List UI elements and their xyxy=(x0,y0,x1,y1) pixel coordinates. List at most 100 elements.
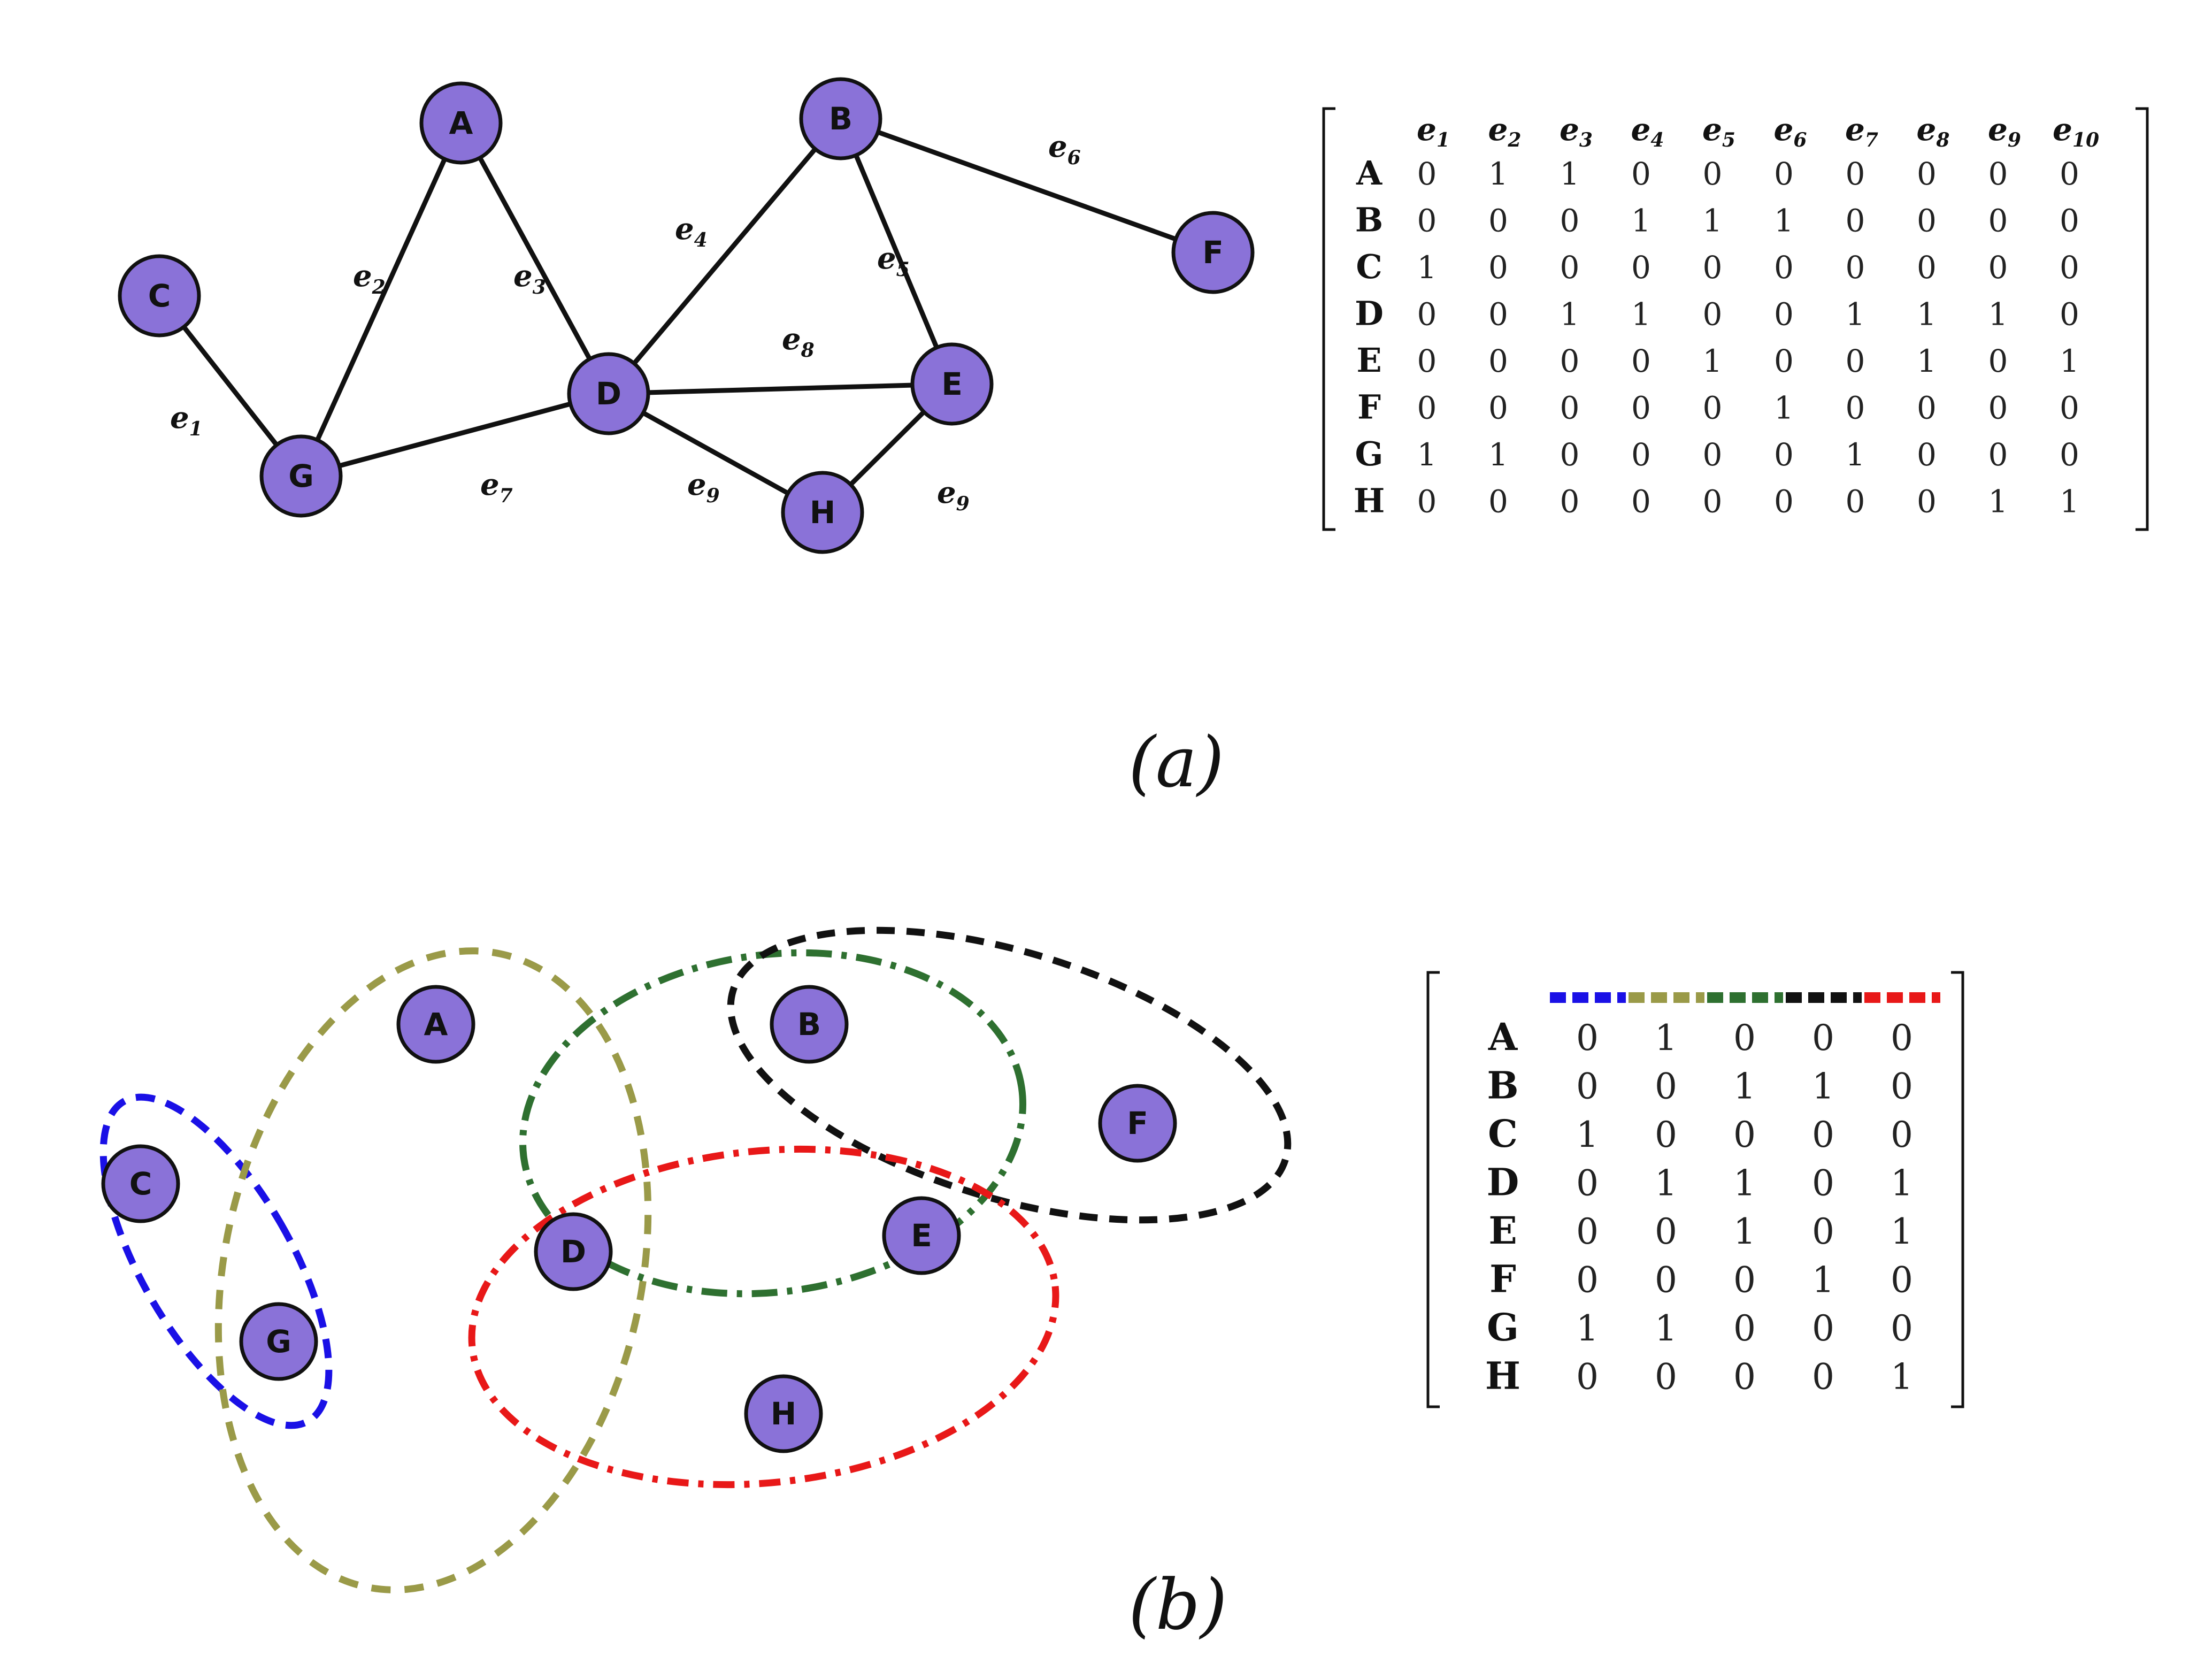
matrix-a-cell: 0 xyxy=(1846,249,1865,286)
matrix-a-cell: 0 xyxy=(1488,390,1508,426)
matrix-b-cell: 0 xyxy=(1655,1356,1677,1398)
matrix-a-cell: 0 xyxy=(1631,249,1651,286)
matrix-a-cell: 1 xyxy=(1703,203,1723,239)
matrix-b-cell: 0 xyxy=(1576,1211,1599,1252)
matrix-a-cell: 1 xyxy=(1846,436,1865,473)
caption-b: (b) xyxy=(1128,1564,1227,1645)
matrix-a-cell: 0 xyxy=(1846,156,1865,192)
matrix-b-cell: 1 xyxy=(1891,1163,1913,1204)
matrix-a-cell: 1 xyxy=(1703,343,1723,379)
matrix-b-cell: 0 xyxy=(1812,1356,1834,1398)
matrix-b-cell: 0 xyxy=(1812,1017,1834,1059)
matrix-a-cell: 0 xyxy=(1846,390,1865,426)
matrix-a-cell: 0 xyxy=(1488,484,1508,520)
matrix-b-row-label: A xyxy=(1488,1015,1518,1059)
node-label: D xyxy=(596,375,621,412)
edge-label: e9 xyxy=(687,467,720,507)
matrix-a-cell: 0 xyxy=(1988,390,2008,426)
matrix-b-cell: 0 xyxy=(1812,1163,1834,1204)
matrix-a-cell: 0 xyxy=(1417,343,1437,379)
matrix-a-col-header: e6 xyxy=(1774,111,1807,151)
matrix-a-cell: 0 xyxy=(1774,484,1794,520)
matrix-b-cell: 0 xyxy=(1891,1017,1913,1059)
matrix-a-cell: 0 xyxy=(1917,484,1937,520)
matrix-b-cell: 0 xyxy=(1812,1308,1834,1349)
matrix-b-row-label: E xyxy=(1488,1208,1517,1253)
matrix-b-cell: 1 xyxy=(1576,1114,1599,1155)
matrix-b-row-label: F xyxy=(1489,1257,1516,1301)
matrix-a-cell: 0 xyxy=(1631,390,1651,426)
hnode-g: G xyxy=(239,1302,318,1381)
matrix-a-cell: 1 xyxy=(1488,156,1508,192)
hyperedge-3 xyxy=(519,949,1026,1298)
matrix-b-cell: 1 xyxy=(1655,1163,1677,1204)
matrix-a-left-bracket xyxy=(1322,107,1335,531)
edge-label: e6 xyxy=(1048,129,1081,169)
hnode-h: H xyxy=(744,1374,823,1453)
edge-G-A xyxy=(298,122,464,477)
matrix-a-cell: 0 xyxy=(1846,484,1865,520)
matrix-b-cell: 0 xyxy=(1891,1308,1913,1349)
matrix-b-row-label: G xyxy=(1487,1305,1519,1350)
matrix-a-cell: 0 xyxy=(1774,249,1794,286)
matrix-a-right-bracket xyxy=(2136,107,2149,531)
hnode-d: D xyxy=(534,1212,613,1291)
matrix-b-cell: 0 xyxy=(1733,1260,1756,1301)
hnode-e: E xyxy=(882,1196,961,1275)
matrix-a-cell: 0 xyxy=(1560,343,1580,379)
matrix-a-col-header: e8 xyxy=(1917,111,1950,151)
matrix-a-cell: 0 xyxy=(1917,203,1937,239)
matrix-a-cell: 0 xyxy=(1988,343,2008,379)
matrix-a-cell: 0 xyxy=(1631,436,1651,473)
matrix-a-cell: 0 xyxy=(1988,249,2008,286)
node-label: A xyxy=(449,105,473,141)
edge-D-B xyxy=(606,117,843,395)
matrix-a-row-label: A xyxy=(1356,154,1382,193)
matrix-b-cell: 0 xyxy=(1576,1066,1599,1107)
matrix-b-cell: 1 xyxy=(1891,1356,1913,1398)
node-label: F xyxy=(1202,234,1224,271)
matrix-b-cell: 0 xyxy=(1655,1114,1677,1155)
matrix-b-cell: 1 xyxy=(1891,1211,1913,1252)
matrix-a-cell: 0 xyxy=(1560,436,1580,473)
matrix-b-cell: 0 xyxy=(1812,1114,1834,1155)
matrix-a-cell: 1 xyxy=(1774,203,1794,239)
matrix-a-cell: 0 xyxy=(2060,156,2079,192)
matrix-b-cell: 0 xyxy=(1655,1066,1677,1107)
matrix-a-cell: 0 xyxy=(1417,296,1437,333)
matrix-b-cell: 1 xyxy=(1733,1066,1756,1107)
matrix-a-cell: 0 xyxy=(1560,249,1580,286)
matrix-a-cell: 0 xyxy=(1703,249,1723,286)
matrix-a-cell: 0 xyxy=(1774,343,1794,379)
matrix-a-cell: 0 xyxy=(1703,484,1723,520)
hyperedge-1 xyxy=(99,1093,333,1429)
matrix-a-cell: 1 xyxy=(1560,296,1580,333)
matrix-a-cell: 1 xyxy=(1917,296,1937,333)
matrix-a-col-header: e5 xyxy=(1702,111,1735,151)
matrix-a-cell: 0 xyxy=(1774,296,1794,333)
matrix-a-cell: 1 xyxy=(1488,436,1508,473)
matrix-a-col-header: e3 xyxy=(1560,111,1593,151)
matrix-b-cell: 0 xyxy=(1733,1308,1756,1349)
hyperedge-5 xyxy=(468,1145,1059,1489)
matrix-b-row-label: B xyxy=(1487,1063,1518,1108)
matrix-a-cell: 0 xyxy=(1988,156,2008,192)
edge-label: e4 xyxy=(675,211,708,251)
matrix-b-cell: 0 xyxy=(1812,1211,1834,1252)
node-h: H xyxy=(781,471,864,554)
matrix-a-cell: 0 xyxy=(1703,296,1723,333)
matrix-a-col-header: e10 xyxy=(2053,111,2099,151)
matrix-a-cell: 1 xyxy=(1846,296,1865,333)
matrix-a-cell: 0 xyxy=(1703,436,1723,473)
matrix-b-cell: 0 xyxy=(1891,1260,1913,1301)
matrix-a-cell: 0 xyxy=(2060,390,2079,426)
matrix-b-cell: 1 xyxy=(1655,1017,1677,1059)
matrix-a-cell: 1 xyxy=(1417,249,1437,286)
node-label: B xyxy=(829,101,852,137)
caption-a: (a) xyxy=(1128,722,1224,803)
hnode-f: F xyxy=(1098,1084,1177,1163)
edge-label: e9 xyxy=(937,475,970,515)
matrix-a-cell: 0 xyxy=(1488,296,1508,333)
